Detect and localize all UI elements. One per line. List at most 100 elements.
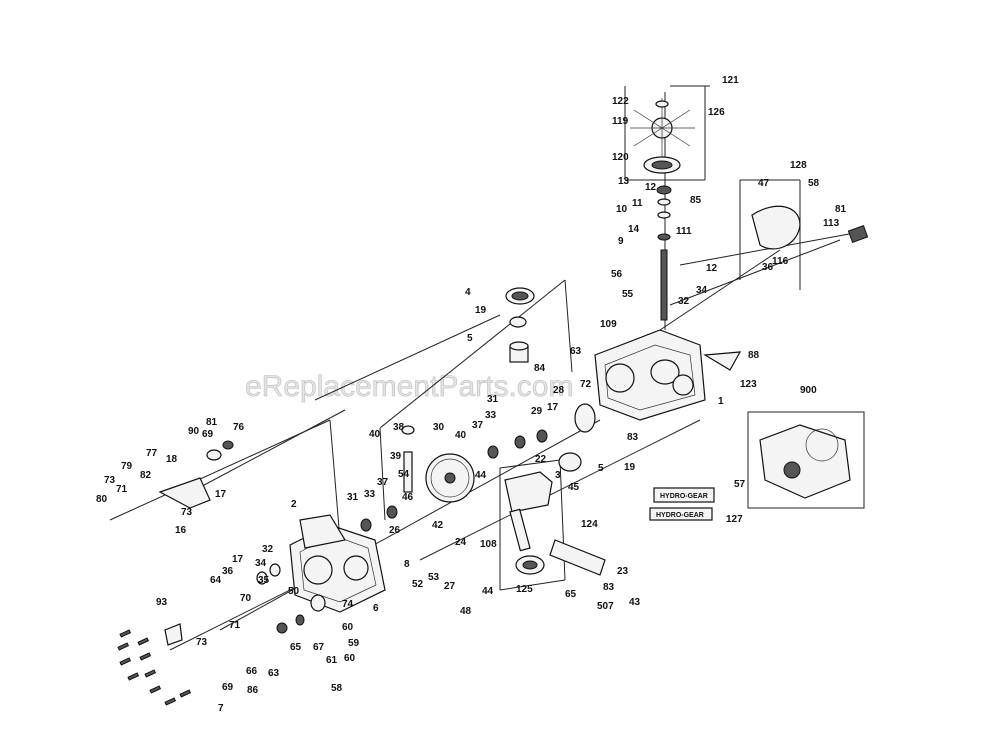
callout-13: 13 [618,176,630,187]
callout-29: 29 [531,406,543,417]
callout-36: 36 [222,566,234,577]
callout-67: 67 [313,642,325,653]
callout-128: 128 [790,160,807,171]
callout-120: 120 [612,152,629,163]
callout-126: 126 [708,107,725,118]
callout-65: 65 [565,589,577,600]
callout-53: 53 [428,572,440,583]
callout-7: 7 [218,703,224,714]
callout-23: 23 [617,566,629,577]
decal-label-57: HYDRO-GEAR [660,493,708,500]
callout-19: 19 [475,305,487,316]
callout-86: 86 [247,685,259,696]
callout-45: 45 [568,482,580,493]
callout-125: 125 [516,584,533,595]
callout-121: 121 [722,75,739,86]
callout-33: 33 [364,489,376,500]
callout-74: 74 [342,599,354,610]
callout-81: 81 [206,417,218,428]
callout-83: 83 [603,582,615,593]
callout-63: 63 [570,346,582,357]
lower-axle-parts [164,563,326,646]
callout-127: 127 [726,514,743,525]
callout-47: 47 [758,178,770,189]
callout-507: 507 [597,601,614,612]
callout-17: 17 [215,489,227,500]
callout-30: 30 [433,422,445,433]
bypass-arm-assembly [751,205,869,250]
cooling-fan [630,98,695,174]
callout-71: 71 [116,484,128,495]
callout-18: 18 [166,454,178,465]
callout-84: 84 [534,363,546,374]
callout-60: 60 [344,653,356,664]
callout-73: 73 [181,507,193,518]
callout-34: 34 [255,558,267,569]
bull-gear [425,453,475,503]
upper-gear-group [505,287,596,472]
callout-108: 108 [480,539,497,550]
callout-70: 70 [240,593,252,604]
callout-66: 66 [246,666,258,677]
callout-37: 37 [472,420,484,431]
main-housing-right [594,329,742,421]
callout-2: 2 [291,499,297,510]
callout-111: 111 [676,226,692,237]
callout-88: 88 [748,350,760,361]
callout-123: 123 [740,379,757,390]
callout-76: 76 [233,422,245,433]
callout-116: 116 [772,256,789,267]
callout-80: 80 [96,494,108,505]
callout-69: 69 [222,682,234,693]
callout-19: 19 [624,462,636,473]
callout-122: 122 [612,96,629,107]
callout-81: 81 [835,204,847,215]
callout-14: 14 [628,224,640,235]
callout-1: 1 [718,396,724,407]
callout-48: 48 [460,606,472,617]
callout-61: 61 [326,655,338,666]
callout-57: 57 [734,479,746,490]
callout-113: 113 [823,218,840,229]
callout-71: 71 [229,620,241,631]
callout-37: 37 [377,477,389,488]
callout-60: 60 [342,622,354,633]
callout-900: 900 [800,385,817,396]
callout-73: 73 [196,637,208,648]
callout-44: 44 [482,586,494,597]
callout-11: 11 [632,198,643,209]
callout-90: 90 [188,426,200,437]
assembly-inset-900 [747,411,865,509]
callout-65: 65 [290,642,302,653]
callout-50: 50 [288,586,300,597]
callout-28: 28 [553,385,565,396]
callout-79: 79 [121,461,133,472]
callout-82: 82 [140,470,152,481]
callout-31: 31 [347,492,359,503]
callout-17: 17 [547,402,559,413]
callout-8: 8 [404,559,410,570]
callout-39: 39 [390,451,402,462]
decals: HYDRO-GEAR HYDRO-GEAR [649,487,715,521]
callout-93: 93 [156,597,168,608]
callout-32: 32 [678,296,690,307]
bolt-set [117,629,192,706]
callout-46: 46 [402,492,414,503]
center-section [504,471,606,576]
callout-43: 43 [629,597,641,608]
callout-83: 83 [627,432,639,443]
watermark: eReplacementParts.com [245,370,573,403]
callout-63: 63 [268,668,280,679]
callout-44: 44 [475,470,487,481]
main-housing-left [289,514,386,613]
callout-52: 52 [412,579,424,590]
callout-124: 124 [581,519,598,530]
callout-36: 36 [762,262,774,273]
callout-3: 3 [555,470,561,481]
callout-55: 55 [622,289,634,300]
callout-24: 24 [455,537,467,548]
callout-73: 73 [104,475,116,486]
control-arm [158,440,234,509]
callout-5: 5 [467,333,473,344]
